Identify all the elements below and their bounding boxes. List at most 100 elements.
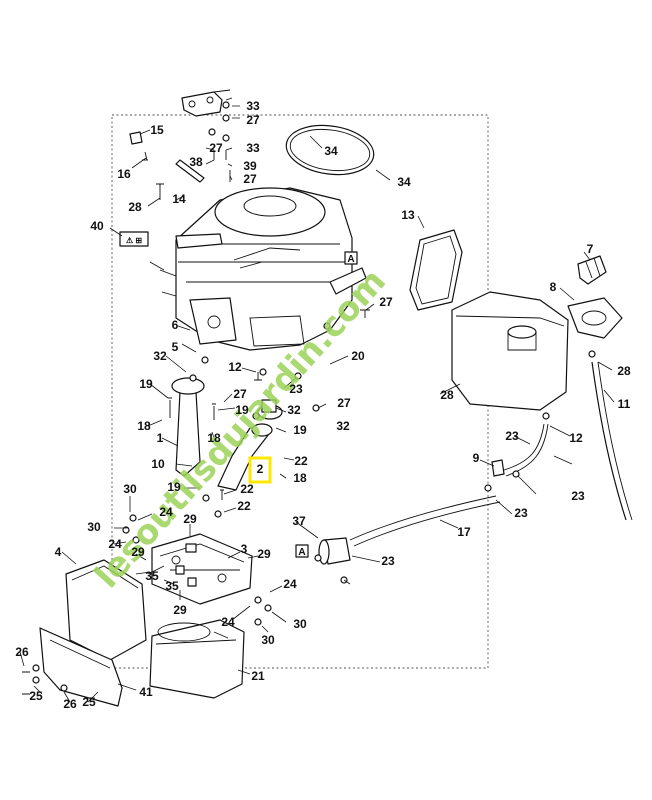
part-label-41: 41 bbox=[139, 685, 153, 699]
part-label-32: 32 bbox=[153, 349, 167, 363]
part-label-13: 13 bbox=[401, 208, 415, 222]
part-label-21: 21 bbox=[251, 669, 265, 683]
part-label-16: 16 bbox=[117, 167, 131, 181]
gasket-13 bbox=[409, 229, 463, 311]
part-label-28: 28 bbox=[440, 388, 454, 402]
part-label-12: 12 bbox=[569, 431, 583, 445]
part-label-19: 19 bbox=[235, 403, 249, 417]
part-label-34: 34 bbox=[397, 175, 411, 189]
exhaust-pipe-2 bbox=[217, 404, 283, 491]
part-label-24: 24 bbox=[108, 537, 122, 551]
part-label-26: 26 bbox=[15, 645, 29, 659]
throttle-bracket bbox=[181, 89, 233, 117]
leader-lines bbox=[19, 105, 615, 703]
fuel-hoses bbox=[349, 361, 633, 547]
part-label-28: 28 bbox=[617, 364, 631, 378]
part-label-23: 23 bbox=[381, 554, 395, 568]
part-label-11: 11 bbox=[618, 397, 631, 411]
muffler bbox=[149, 619, 245, 699]
part-label-20: 20 bbox=[351, 349, 365, 363]
part-label-23: 23 bbox=[505, 429, 519, 443]
part-label-9: 9 bbox=[473, 451, 480, 465]
part-label-22: 22 bbox=[237, 499, 251, 513]
clamp bbox=[491, 459, 505, 477]
warning-label-text: ⚠ ⊞ bbox=[126, 236, 142, 245]
part-label-27: 27 bbox=[337, 396, 351, 410]
corner-mark-a-1: A bbox=[344, 251, 358, 265]
part-label-15: 15 bbox=[150, 123, 164, 137]
part-label-35: 35 bbox=[165, 579, 179, 593]
part-label-18: 18 bbox=[137, 419, 151, 433]
part-label-5: 5 bbox=[172, 340, 179, 354]
part-label-30: 30 bbox=[261, 633, 275, 647]
part-label-19: 19 bbox=[293, 423, 307, 437]
part-label-39: 39 bbox=[243, 159, 257, 173]
part-label-32: 32 bbox=[336, 419, 350, 433]
part-label-29: 29 bbox=[257, 547, 271, 561]
part-label-38: 38 bbox=[189, 155, 203, 169]
highlight-box bbox=[248, 456, 272, 484]
part-label-17: 17 bbox=[457, 525, 471, 539]
heat-shield bbox=[65, 559, 147, 661]
part-label-4: 4 bbox=[55, 545, 62, 559]
part-label-24: 24 bbox=[159, 505, 173, 519]
part-label-32: 32 bbox=[287, 403, 301, 417]
part-label-30: 30 bbox=[123, 482, 137, 496]
fuel-cap bbox=[577, 255, 607, 285]
engine bbox=[159, 187, 367, 351]
part-label-23: 23 bbox=[514, 506, 528, 520]
part-label-26: 26 bbox=[63, 697, 77, 711]
part-label-23: 23 bbox=[571, 489, 585, 503]
warning-label: ⚠ ⊞ bbox=[119, 231, 149, 247]
part-label-25: 25 bbox=[82, 695, 96, 709]
small-fasteners bbox=[22, 159, 596, 695]
part-label-6: 6 bbox=[172, 318, 179, 332]
part-label-12: 12 bbox=[228, 360, 242, 374]
part-label-7: 7 bbox=[587, 242, 594, 256]
guard bbox=[39, 627, 123, 707]
fuel-strainer bbox=[567, 297, 623, 339]
part-label-27: 27 bbox=[243, 172, 257, 186]
assembly-boundary bbox=[111, 114, 489, 669]
part-label-19: 19 bbox=[139, 377, 153, 391]
part-label-14: 14 bbox=[172, 192, 186, 206]
part-label-29: 29 bbox=[131, 545, 145, 559]
part-label-37: 37 bbox=[292, 514, 306, 528]
part-label-30: 30 bbox=[87, 520, 101, 534]
part-label-33: 33 bbox=[246, 99, 260, 113]
part-label-1: 1 bbox=[157, 431, 164, 445]
part-label-27: 27 bbox=[246, 113, 260, 127]
svg-text:A: A bbox=[347, 254, 354, 265]
part-label-19: 19 bbox=[167, 480, 181, 494]
part-label-3: 3 bbox=[241, 542, 248, 556]
part-label-24: 24 bbox=[221, 615, 235, 629]
part-label-27: 27 bbox=[233, 387, 247, 401]
part-label-25: 25 bbox=[29, 689, 43, 703]
part-label-29: 29 bbox=[173, 603, 187, 617]
part-label-8: 8 bbox=[550, 280, 557, 294]
part-label-35: 35 bbox=[145, 569, 159, 583]
part-label-34: 34 bbox=[324, 144, 338, 158]
part-label-22: 22 bbox=[240, 482, 254, 496]
exhaust-pipe-1 bbox=[171, 377, 205, 477]
part-label-2: 2 bbox=[257, 462, 264, 476]
fuel-tank bbox=[451, 291, 569, 411]
part-label-30: 30 bbox=[293, 617, 307, 631]
part-label-22: 22 bbox=[294, 454, 308, 468]
ring-gasket bbox=[285, 124, 375, 176]
part-label-10: 10 bbox=[151, 457, 165, 471]
part-label-23: 23 bbox=[289, 382, 303, 396]
part-label-24: 24 bbox=[283, 577, 297, 591]
part-label-28: 28 bbox=[128, 200, 142, 214]
fasteners-top bbox=[129, 101, 231, 200]
part-label-29: 29 bbox=[183, 512, 197, 526]
part-label-27: 27 bbox=[209, 141, 223, 155]
fuel-filter bbox=[318, 537, 351, 565]
part-label-27: 27 bbox=[379, 295, 393, 309]
part-label-40: 40 bbox=[90, 219, 104, 233]
part-label-33: 33 bbox=[246, 141, 260, 155]
muffler-bracket bbox=[151, 533, 253, 605]
part-label-18: 18 bbox=[207, 431, 221, 445]
